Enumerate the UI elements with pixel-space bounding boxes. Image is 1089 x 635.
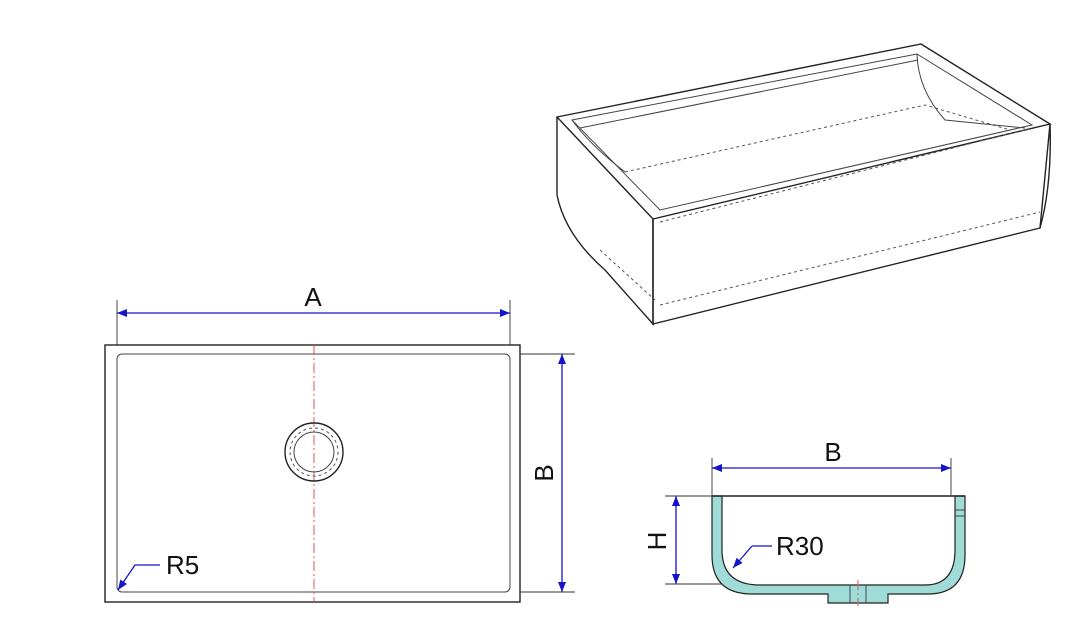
section-wall: [711, 495, 966, 604]
iso-top-rim: [555, 43, 1052, 220]
r30-leader: [732, 545, 753, 569]
dim-b-label-top: B: [529, 464, 559, 481]
iso-inner-right-curve: [916, 53, 1026, 129]
iso-front-bottom-hidden: [659, 211, 1041, 306]
r30-label: R30: [776, 531, 824, 561]
r5-label: R5: [166, 550, 199, 580]
dim-a-label: A: [304, 282, 322, 312]
isometric-view: [555, 43, 1052, 326]
drain-hidden-ring: [289, 427, 339, 477]
iso-left-face: [556, 117, 654, 326]
top-view: A B R5: [104, 282, 575, 603]
iso-inner-back-edge: [579, 59, 919, 129]
dim-b-label-section: B: [824, 437, 841, 467]
top-view-outer: [104, 344, 521, 603]
iso-left-bottom-hidden: [599, 249, 656, 301]
iso-basin-bottom: [624, 104, 1011, 173]
iso-inner-rim: [570, 53, 1034, 211]
r5-leader: [117, 564, 136, 591]
drain-inner-icon: [293, 431, 335, 473]
iso-front-face: [652, 123, 1051, 325]
drain-outer-icon: [284, 422, 344, 482]
section-view: B H R30: [642, 437, 966, 606]
iso-front-inner-hidden: [659, 127, 1033, 223]
dim-h-label: H: [642, 532, 672, 551]
iso-inner-left-curve: [571, 119, 626, 173]
iso-right-edge: [1039, 123, 1051, 229]
